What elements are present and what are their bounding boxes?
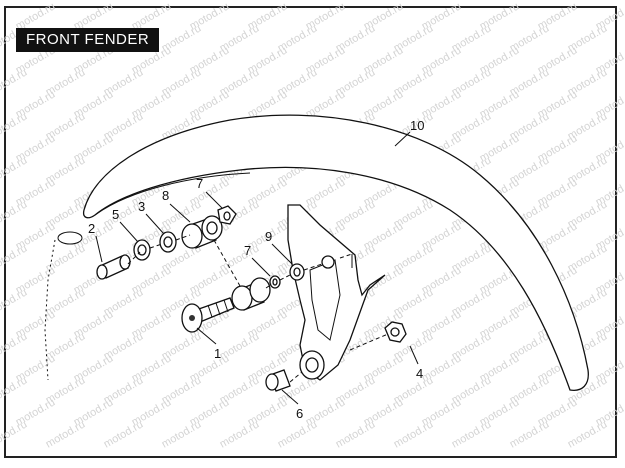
part-1-bolt — [181, 297, 235, 333]
callout-9: 9 — [265, 229, 272, 244]
callout-4: 4 — [416, 366, 423, 381]
part-8-spacer — [181, 215, 223, 249]
callout-1: 1 — [214, 346, 221, 361]
callout-7-lower: 7 — [244, 243, 251, 258]
callout-3: 3 — [138, 199, 145, 214]
watermark-text: motod.ru — [0, 418, 29, 450]
fender-bracket — [287, 204, 386, 381]
watermark-text: motod.ru — [0, 154, 29, 186]
callout-labels: 2 5 3 8 7 7 9 1 4 6 10 — [88, 118, 424, 421]
watermark-text: motod.ru — [508, 418, 552, 450]
callout-7-top: 7 — [196, 176, 203, 191]
watermark-text: motod.ru — [0, 242, 29, 274]
watermark-text: motod.ru — [160, 418, 204, 450]
part-6-bushing — [265, 369, 291, 392]
watermark-text: motod.ru — [0, 198, 29, 230]
watermark-text: motod.ru — [392, 418, 436, 450]
fender — [82, 114, 589, 391]
watermark-text: motod.ru — [276, 418, 320, 450]
watermark-text: motod.ru — [450, 418, 494, 450]
watermark-text: motod.ru — [334, 418, 378, 450]
part-4-nut — [384, 321, 407, 343]
part-2-stud — [96, 254, 131, 280]
loose-ring — [57, 231, 83, 245]
part-5-washer — [133, 239, 151, 261]
callout-2: 2 — [88, 221, 95, 236]
watermark-text: motod.ru — [0, 330, 29, 362]
callout-5: 5 — [112, 207, 119, 222]
part-7-clip-top — [217, 205, 237, 225]
watermark-text: motod.ru — [218, 418, 262, 450]
leader-lines — [95, 131, 419, 405]
watermark-text: motod.ru — [44, 418, 88, 450]
part-7-washer-lower — [269, 275, 281, 289]
watermark-text: motod.ru — [102, 418, 146, 450]
callout-6: 6 — [296, 406, 303, 421]
watermark-text: motod.ru — [0, 110, 29, 142]
watermark-text: motod.ru — [0, 66, 29, 98]
diagram-title: FRONT FENDER — [16, 28, 160, 52]
watermark-text: motod.ru — [566, 418, 610, 450]
watermark-text: motod.ru — [0, 286, 29, 318]
part-3-washer — [159, 231, 177, 253]
part-9-washer — [289, 263, 305, 281]
assembly-lines — [127, 234, 389, 383]
callout-8: 8 — [162, 188, 169, 203]
bushing — [231, 277, 271, 311]
watermark-text: motod.ru — [0, 374, 29, 406]
fender-edge-hint — [44, 239, 56, 381]
callout-10: 10 — [410, 118, 424, 133]
